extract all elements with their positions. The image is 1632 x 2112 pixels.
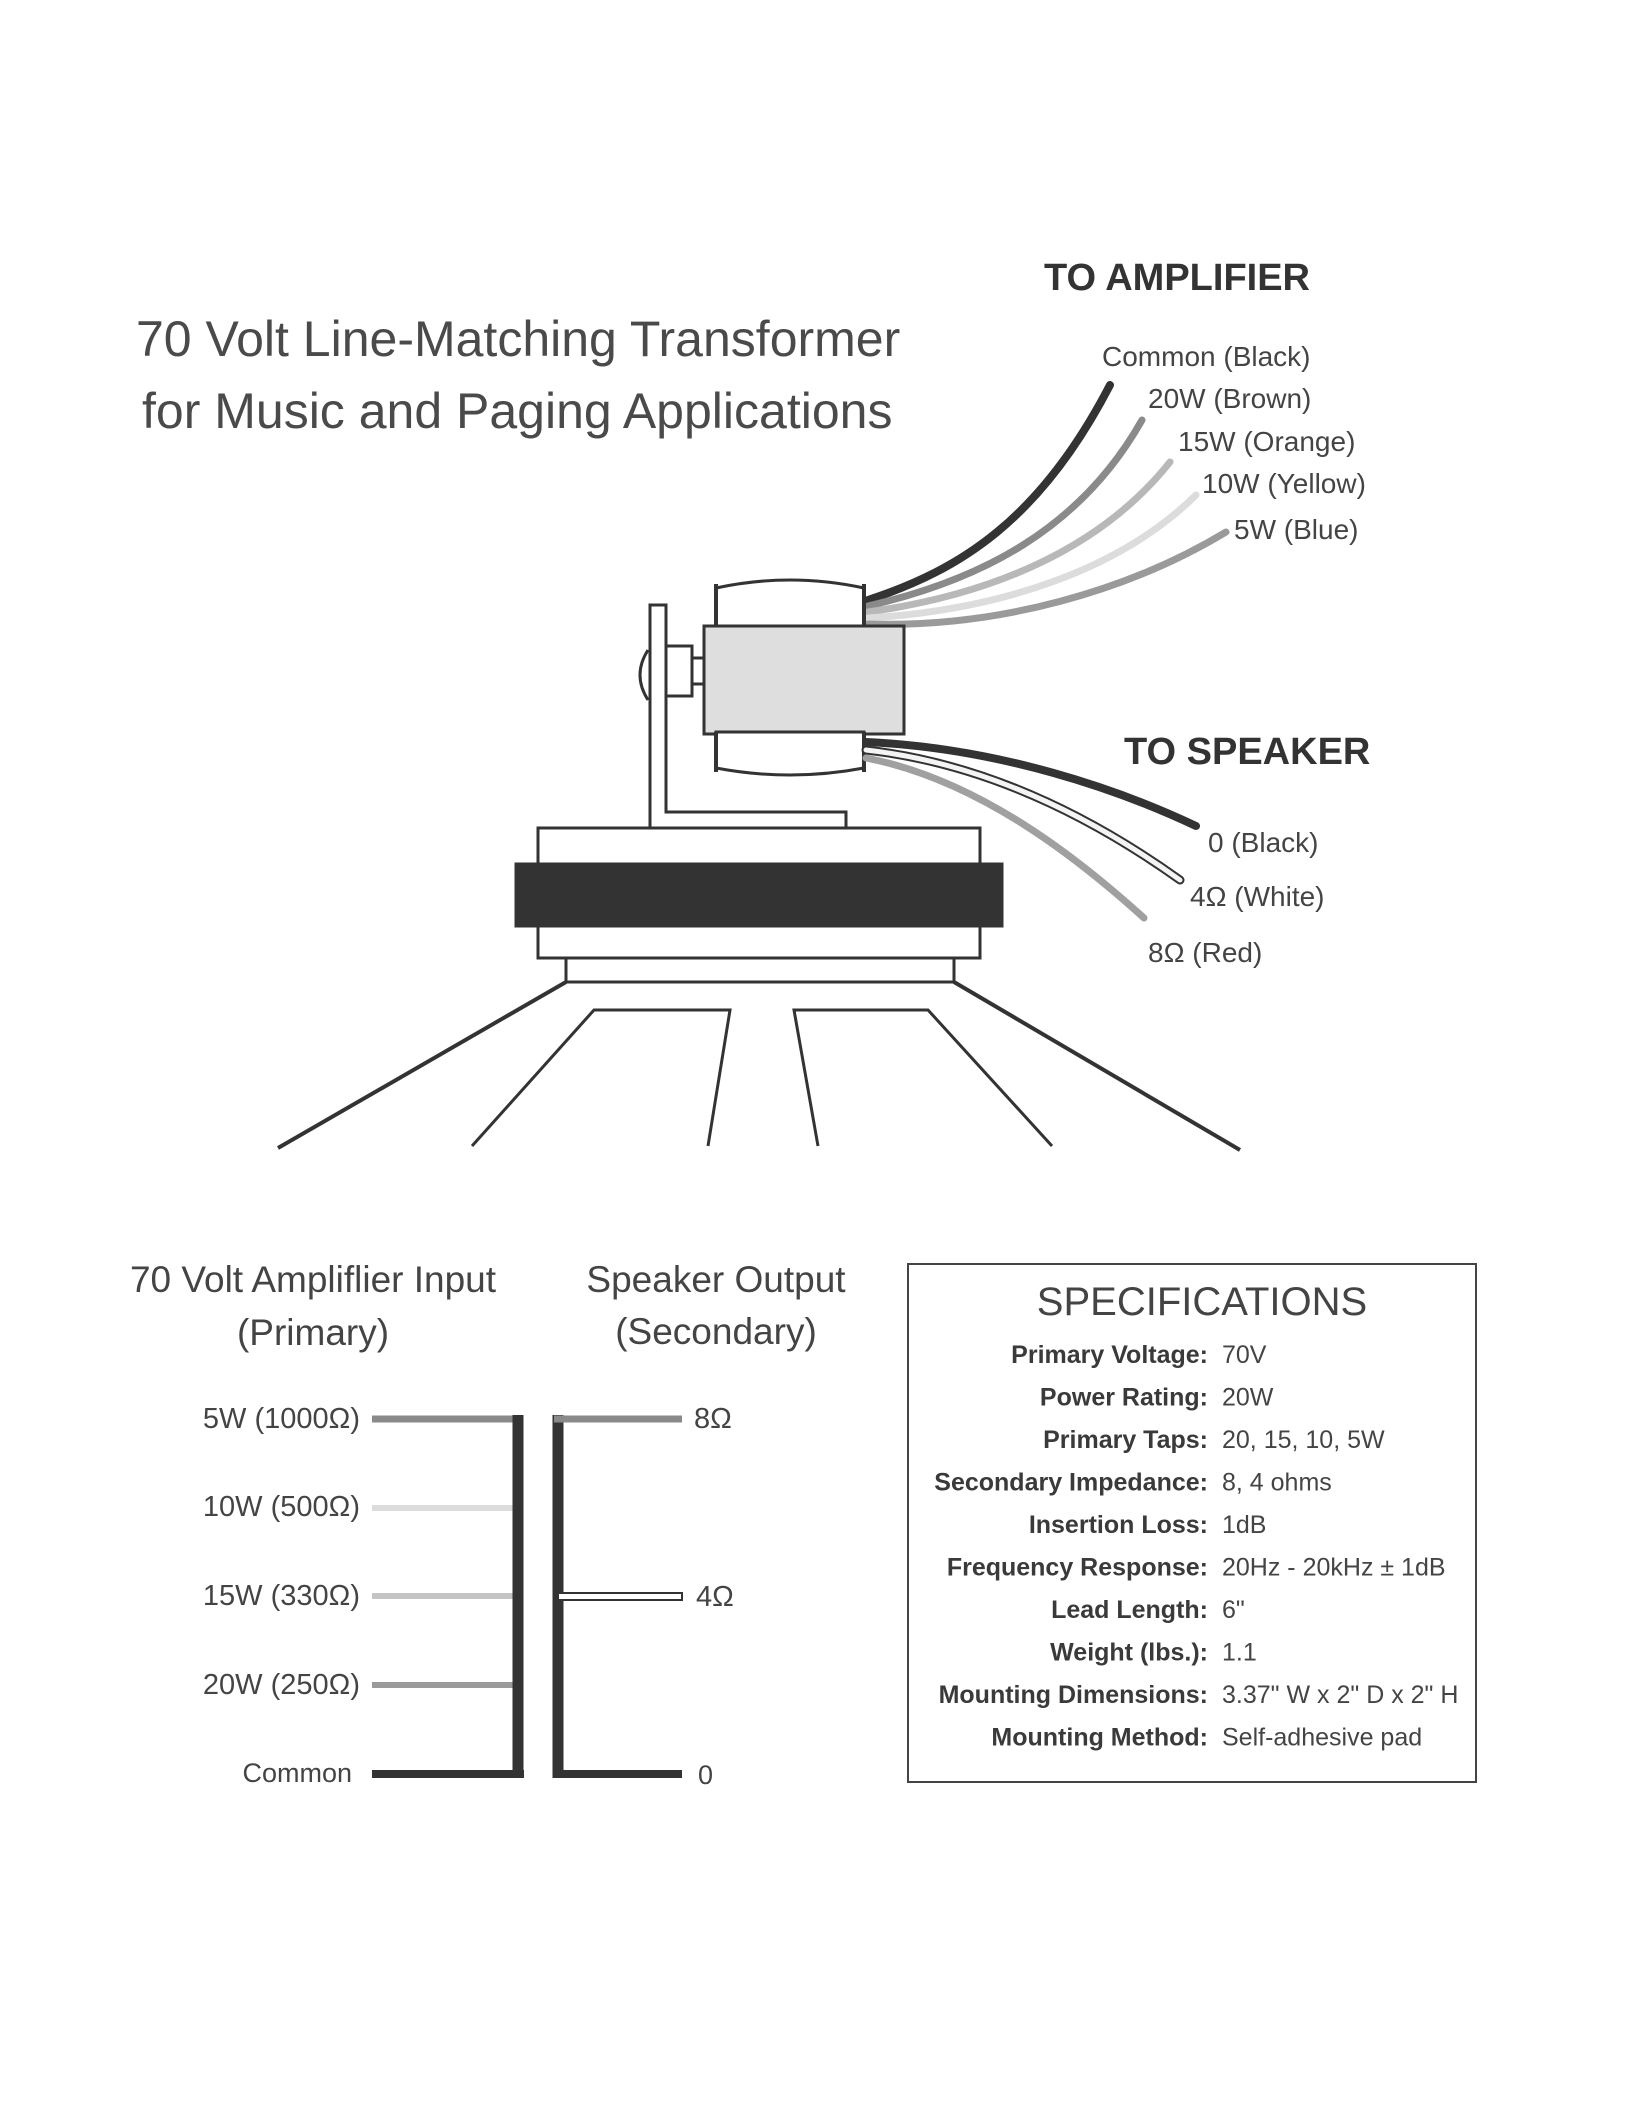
screw-tip: [690, 656, 706, 686]
amp-lead-label-10w: 10W (Yellow): [1202, 468, 1366, 499]
spec-label: Mounting Method:: [991, 1724, 1208, 1752]
magnet-top-plate: [536, 826, 982, 866]
spec-label: Power Rating:: [1040, 1384, 1208, 1412]
spec-label: Primary Voltage:: [1011, 1341, 1208, 1369]
amp-wire-15w: [864, 458, 1174, 616]
spec-value: 1.1: [1222, 1639, 1257, 1667]
magnet: [514, 862, 1004, 928]
specifications-title: SPECIFICATIONS: [1037, 1280, 1367, 1324]
basket-right-window: [792, 1008, 1054, 1148]
spec-value: 20W: [1222, 1384, 1274, 1412]
spec-label: Lead Length:: [1051, 1596, 1208, 1624]
spk-wire-4ohm: [863, 747, 1183, 883]
amp-lead-label-15w: 15W (Orange): [1178, 426, 1355, 457]
primary-tap-label-15w: 15W (330Ω): [203, 1580, 360, 1612]
spec-value: 1dB: [1222, 1511, 1266, 1539]
primary-tap-label-10w: 10W (500Ω): [203, 1491, 360, 1523]
spec-label: Secondary Impedance:: [934, 1469, 1208, 1497]
specifications-border: [907, 1263, 1477, 1783]
upper-coil: [714, 578, 866, 630]
basket-left-window: [470, 1008, 732, 1148]
amp-lead-label-5w: 5W (Blue): [1234, 514, 1358, 545]
spk-lead-label-8ohm: 8Ω (Red): [1148, 937, 1262, 968]
speaker-frame: [277, 826, 1242, 1152]
amp-lead-label-common: Common (Black): [1102, 341, 1310, 372]
secondary-tap-line-4ohm: [557, 1592, 683, 1601]
primary-tap-label-5w: 5W (1000Ω): [203, 1403, 360, 1435]
screw-nut: [664, 644, 694, 698]
lower-coil: [714, 730, 866, 777]
schematic-primary: 5W (1000Ω) 10W (500Ω) 15W (330Ω) 20W (25…: [203, 1403, 524, 1788]
primary-tap-label-common: Common: [242, 1758, 352, 1788]
spec-label: Frequency Response:: [947, 1554, 1208, 1582]
screw-head: [638, 649, 650, 701]
spec-label: Insertion Loss:: [1029, 1511, 1208, 1539]
spec-label: Weight (lbs.):: [1050, 1639, 1208, 1667]
amp-wire-10w: [864, 491, 1200, 622]
title-line-1: 70 Volt Line-Matching Transformer: [136, 311, 900, 367]
schematic-secondary: 8Ω 4Ω 0: [552, 1403, 734, 1790]
title-line-2: for Music and Paging Applications: [142, 383, 892, 439]
to-speaker-heading: TO SPEAKER: [1124, 731, 1370, 773]
spec-value: 3.37" W x 2" D x 2" H: [1222, 1681, 1458, 1709]
primary-heading-line-2: (Primary): [237, 1312, 389, 1353]
secondary-heading-line-1: Speaker Output: [586, 1259, 846, 1300]
spk-lead-label-0: 0 (Black): [1208, 827, 1318, 858]
spec-label: Mounting Dimensions:: [939, 1681, 1208, 1709]
amplifier-wires: [864, 381, 1230, 628]
spec-value: 20, 15, 10, 5W: [1222, 1426, 1385, 1454]
amp-lead-label-20w: 20W (Brown): [1148, 383, 1311, 414]
basket-left-outer: [277, 980, 567, 1150]
spec-value: 70V: [1222, 1341, 1267, 1369]
spec-value: 8, 4 ohms: [1222, 1469, 1332, 1497]
transformer-core: [702, 624, 906, 736]
spec-value: Self-adhesive pad: [1222, 1724, 1422, 1752]
secondary-heading-line-2: (Secondary): [615, 1311, 817, 1352]
primary-heading-line-1: 70 Volt Ampliflier Input: [130, 1259, 497, 1300]
to-amplifier-heading: TO AMPLIFIER: [1044, 257, 1310, 299]
basket-right-outer: [952, 980, 1242, 1152]
specifications-box: SPECIFICATIONS Primary Voltage: 70V Power …: [907, 1263, 1477, 1783]
spk-lead-label-4ohm: 4Ω (White): [1190, 881, 1325, 912]
primary-tap-label-20w: 20W (250Ω): [203, 1669, 360, 1701]
pole-piece: [564, 956, 956, 984]
amp-wire-5w: [864, 528, 1230, 628]
spec-label: Primary Taps:: [1043, 1426, 1208, 1454]
spk-wire-0: [862, 738, 1200, 830]
spec-value: 6": [1222, 1596, 1245, 1624]
transformer-body: [638, 578, 906, 830]
specifications-rows: Primary Voltage: 70V Power Rating: 20W Prima…: [934, 1341, 1458, 1752]
magnet-bottom-plate: [536, 924, 982, 960]
secondary-tap-label-4ohm: 4Ω: [696, 1581, 734, 1613]
spec-value: 20Hz - 20kHz ± 1dB: [1222, 1554, 1446, 1582]
spk-wire-8ohm: [862, 754, 1148, 922]
amp-wire-common: [864, 381, 1114, 604]
secondary-tap-label-0: 0: [698, 1760, 713, 1790]
secondary-tap-label-8ohm: 8Ω: [694, 1403, 732, 1435]
speaker-wires: [861, 738, 1200, 922]
amp-wire-20w: [864, 416, 1146, 610]
